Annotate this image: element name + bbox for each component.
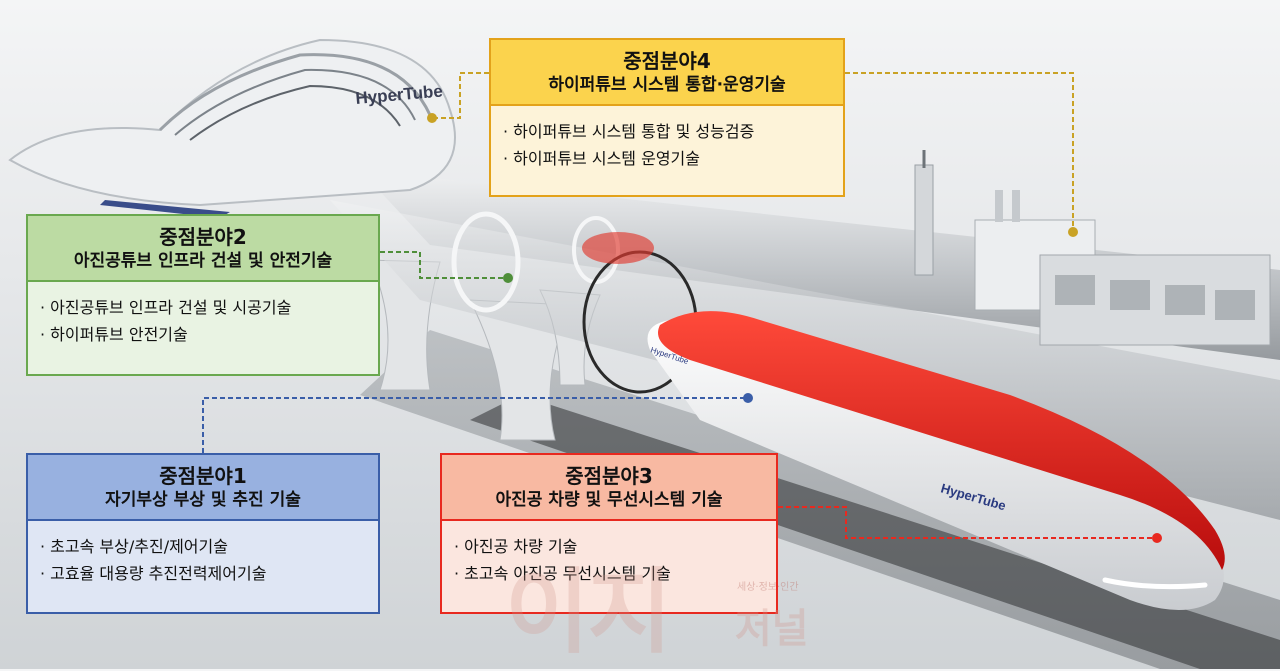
hypertube-train: HyperTube HyperTube [647,311,1225,610]
focus-area-4-title: 중점분야4 [623,48,711,73]
list-item: 초고속 부상/추진/제어기술 [40,533,378,560]
focus-area-3-title: 중점분야3 [565,463,653,488]
research-buildings [914,150,1271,346]
list-item: 초고속 아진공 무선시스템 기술 [454,560,776,587]
list-item: 아진공튜브 인프라 건설 및 시공기술 [40,294,378,321]
box4-marker [1068,227,1078,237]
list-item: 아진공 차량 기술 [454,533,776,560]
list-item: 고효율 대용량 추진전력제어기술 [40,560,378,587]
box4-leader-right [845,72,1074,232]
list-item: 하이퍼튜브 안전기술 [40,321,378,348]
list-item: 하이퍼튜브 시스템 통합 및 성능검증 [503,118,843,145]
focus-area-2-subtitle: 아진공튜브 인프라 건설 및 안전기술 [73,250,333,271]
box4-leader-left [432,72,489,119]
focus-area-3-subtitle: 아진공 차량 및 무선시스템 기술 [495,489,723,510]
focus-area-1-list: 초고속 부상/추진/제어기술 고효율 대용량 추진전력제어기술 [28,521,378,587]
box1-marker [743,393,753,403]
focus-area-1-header: 중점분야1 자기부상 부상 및 추진 기술 [28,455,378,521]
focus-area-3-box: 중점분야3 아진공 차량 및 무선시스템 기술 아진공 차량 기술 초고속 아진… [440,453,778,614]
box2-leader [380,251,508,279]
focus-area-2-box: 중점분야2 아진공튜브 인프라 건설 및 안전기술 아진공튜브 인프라 건설 및… [26,214,380,376]
list-item: 하이퍼튜브 시스템 운영기술 [503,145,843,172]
focus-area-3-header: 중점분야3 아진공 차량 및 무선시스템 기술 [442,455,776,521]
watermark-logo: 이지 [505,558,672,666]
focus-area-2-list: 아진공튜브 인프라 건설 및 시공기술 하이퍼튜브 안전기술 [28,282,378,348]
box1-leader [202,397,748,453]
focus-area-1-box: 중점분야1 자기부상 부상 및 추진 기술 초고속 부상/추진/제어기술 고효율… [26,453,380,614]
focus-area-2-title: 중점분야2 [159,224,247,249]
focus-area-4-box: 중점분야4 하이퍼튜브 시스템 통합·운영기술 하이퍼튜브 시스템 통합 및 성… [489,38,845,197]
box3-marker [1152,533,1162,543]
box4-marker [427,113,437,123]
focus-area-3-list: 아진공 차량 기술 초고속 아진공 무선시스템 기술 [442,521,776,587]
focus-area-1-title: 중점분야1 [159,463,247,488]
focus-area-4-list: 하이퍼튜브 시스템 통합 및 성능검증 하이퍼튜브 시스템 운영기술 [491,106,843,172]
hypertube-station: HyperTube [8,38,456,218]
box2-marker [503,273,513,283]
watermark-journal: 저널 [735,606,809,652]
tube-ring [451,211,521,313]
box3-leader [778,506,1157,539]
focus-area-2-header: 중점분야2 아진공튜브 인프라 건설 및 안전기술 [28,216,378,282]
focus-area-1-subtitle: 자기부상 부상 및 추진 기술 [105,489,301,510]
distant-train [582,232,654,264]
focus-area-4-header: 중점분야4 하이퍼튜브 시스템 통합·운영기술 [491,40,843,106]
focus-area-4-subtitle: 하이퍼튜브 시스템 통합·운영기술 [548,74,786,95]
connector-lines [202,72,1157,539]
watermark-tagline: 세상·정보·인간 [737,582,799,593]
